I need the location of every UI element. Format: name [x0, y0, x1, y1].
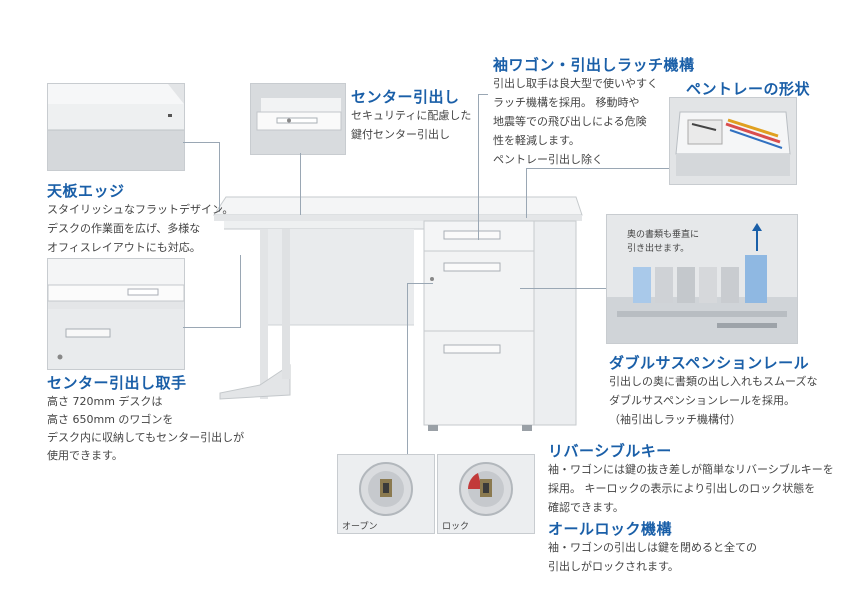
center-drawer-desc-1: セキュリティに配慮した	[351, 109, 472, 122]
wagon-latch-desc-3: 地震等での飛び出しによる危険	[493, 115, 647, 128]
leader-key-h	[407, 283, 433, 284]
leader-tenban-h	[183, 142, 220, 143]
double-rail-desc-2: ダブルサスペンションレールを採用。	[609, 394, 796, 407]
center-handle-desc-1: 高さ 720mm デスクは	[47, 395, 163, 408]
leader-center-v	[300, 153, 301, 215]
leader-rail-h	[520, 288, 606, 289]
center-handle-photo	[47, 258, 185, 370]
center-drawer-desc-2: 鍵付センター引出し	[351, 128, 450, 141]
double-rail-caption-2: 引き出せます。	[627, 244, 690, 254]
center-drawer-photo	[250, 83, 346, 155]
double-rail-desc-1: 引出しの奥に書類の出し入れもスムーズな	[609, 375, 818, 388]
wagon-latch-desc-4: 性を軽減します。	[493, 134, 580, 147]
key-open-photo: オープン	[337, 454, 435, 534]
pen-tray-photo	[669, 97, 797, 185]
key-open-label: オープン	[342, 522, 378, 532]
all-lock-desc-1: 袖・ワゴンの引出しは鍵を閉めると全ての	[548, 541, 757, 554]
tenban-edge-desc-2: デスクの作業面を広げ、多様な	[47, 222, 201, 235]
reversible-key-desc-1: 袖・ワゴンには鍵の抜き差しが簡単なリバーシブルキーを	[548, 463, 834, 476]
leader-wagon-h	[478, 94, 488, 95]
tenban-edge-photo	[47, 83, 185, 171]
wagon-latch-desc-5: ペントレー引出し除く	[493, 153, 603, 166]
leader-handle-v	[240, 255, 241, 327]
reversible-key-title: リバーシブルキー	[548, 442, 672, 460]
double-rail-photo: 奥の書類も垂直に 引き出せます。	[606, 214, 798, 344]
leader-key-v	[407, 283, 408, 454]
wagon-latch-desc-2: ラッチ機構を採用。 移動時や	[493, 96, 640, 109]
all-lock-title: オールロック機構	[548, 520, 673, 538]
reversible-key-desc-3: 確認できます。	[548, 501, 624, 514]
leader-tenban-v	[219, 142, 220, 212]
all-lock-desc-2: 引出しがロックされます。	[548, 560, 679, 573]
leader-pentray-h	[526, 168, 669, 169]
tenban-edge-desc-1: スタイリッシュなフラットデザイン。	[47, 203, 234, 216]
leader-wagon-v	[478, 94, 479, 240]
tenban-edge-desc-3: オフィスレイアウトにも対応。	[47, 241, 201, 254]
center-handle-desc-4: 使用できます。	[47, 449, 123, 462]
center-drawer-title: センター引出し	[351, 88, 460, 106]
wagon-latch-title: 袖ワゴン・引出しラッチ機構	[493, 56, 695, 74]
center-handle-desc-2: 高さ 650mm のワゴンを	[47, 413, 174, 426]
leader-pentray-v	[526, 168, 527, 218]
double-rail-title: ダブルサスペンションレール	[609, 354, 810, 372]
wagon-latch-desc-1: 引出し取手は良大型で使いやすく	[493, 77, 658, 90]
key-lock-label: ロック	[442, 522, 470, 532]
key-lock-photo: ロック	[437, 454, 535, 534]
center-handle-title: センター引出し取手	[47, 374, 187, 392]
pen-tray-title: ペントレーの形状	[686, 80, 811, 98]
reversible-key-desc-2: 採用。 キーロックの表示により引出しのロック状態を	[548, 482, 816, 495]
tenban-edge-title: 天板エッジ	[47, 182, 125, 200]
double-rail-caption-1: 奥の書類も垂直に	[627, 230, 700, 240]
leader-handle-h	[183, 327, 241, 328]
double-rail-desc-3: （袖引出しラッチ機構付）	[609, 413, 741, 426]
desk-illustration	[200, 185, 600, 445]
center-handle-desc-3: デスク内に収納してもセンター引出しが	[47, 431, 245, 444]
